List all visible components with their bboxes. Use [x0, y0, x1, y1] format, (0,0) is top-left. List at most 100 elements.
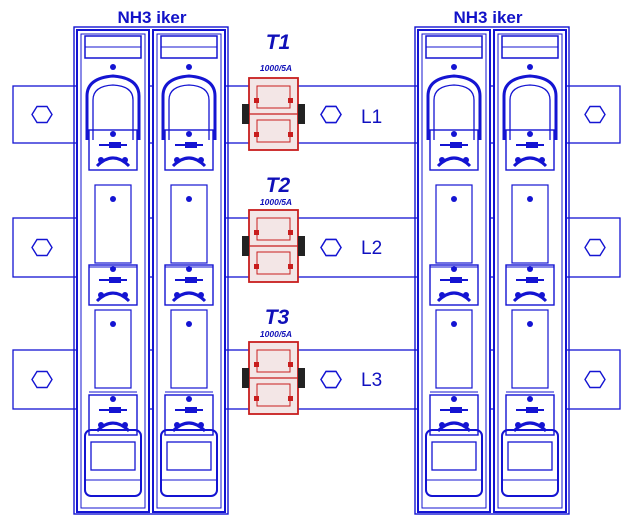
- fuse-body: [94, 184, 132, 264]
- fuse-body: [170, 309, 208, 389]
- fuse-switch-left: [73, 26, 229, 515]
- pole-rivet: [186, 396, 192, 402]
- fuse-contact-block: [429, 129, 479, 171]
- t2-name-label: T2: [266, 174, 291, 197]
- ct-window: [256, 119, 291, 143]
- fuse-contact-block: [164, 264, 214, 306]
- contact-spring: [436, 291, 472, 303]
- pole-rivet: [198, 422, 204, 428]
- pole-rivet: [527, 64, 533, 70]
- bolt-hex-icon: [320, 105, 342, 124]
- ct-terminal: [254, 230, 259, 235]
- ct-terminal: [288, 230, 293, 235]
- pole-handle-inner: [168, 84, 210, 140]
- ct-terminal: [254, 396, 259, 401]
- contact-spring: [171, 291, 207, 303]
- t1-name-label: T1: [266, 31, 291, 54]
- pole-rivet: [110, 131, 116, 137]
- t3-ratio-label: 1000/5A: [260, 329, 292, 339]
- contact-spring: [512, 291, 548, 303]
- phase-label-l3: L3: [361, 370, 382, 391]
- pole-window: [507, 441, 553, 471]
- bolt-hex-icon: [31, 370, 53, 389]
- bolt-hex-icon: [320, 370, 342, 389]
- fuse-body: [94, 309, 132, 389]
- pole-rivet: [186, 321, 192, 327]
- fuse-contact-block: [88, 264, 138, 306]
- pole-rivet: [439, 422, 445, 428]
- pole-rivet: [198, 157, 204, 163]
- pole-rivet: [451, 396, 457, 402]
- ct-terminal: [254, 132, 259, 137]
- ct-window: [256, 383, 291, 407]
- current-transformer-t1: [242, 77, 305, 151]
- fuse-body: [435, 309, 473, 389]
- pole-rivet: [110, 321, 116, 327]
- pole-rivet: [122, 422, 128, 428]
- pole-rivet: [539, 157, 545, 163]
- pole-rivet: [110, 396, 116, 402]
- pole-rivet: [98, 157, 104, 163]
- ct-clamp: [298, 104, 305, 124]
- pole-rivet: [186, 196, 192, 202]
- ct-window: [256, 349, 291, 373]
- pole-bottom-box: [501, 429, 559, 497]
- current-transformer-t2: [242, 209, 305, 283]
- bolt-hex-icon: [584, 238, 606, 257]
- pole-rivet: [539, 292, 545, 298]
- fuse-body: [511, 184, 549, 264]
- pole-rivet: [463, 422, 469, 428]
- pole-rivet: [110, 196, 116, 202]
- phase-label-l2: L2: [361, 238, 382, 259]
- bolt-hex-icon: [31, 105, 53, 124]
- contact-spring: [171, 156, 207, 168]
- fuse-contact-block: [88, 394, 138, 436]
- pole-inner-frame: [80, 33, 146, 509]
- pole-rivet: [451, 64, 457, 70]
- ct-terminal: [254, 98, 259, 103]
- current-transformers: [242, 77, 305, 415]
- pole-rivet: [110, 64, 116, 70]
- pole-window: [431, 441, 477, 471]
- t1-ratio-label: 1000/5A: [260, 63, 292, 73]
- pole-rivet: [122, 292, 128, 298]
- pole-rivet: [186, 64, 192, 70]
- pole-inner-frame: [156, 33, 222, 509]
- fuse-contact-block: [164, 394, 214, 436]
- pole-rivet: [451, 196, 457, 202]
- pole-rivet: [98, 422, 104, 428]
- pole-bottom-box: [425, 429, 483, 497]
- fuse-contact-block: [505, 129, 555, 171]
- pole-handle-inner: [433, 84, 475, 140]
- fuse-contact-block: [429, 264, 479, 306]
- contact-spring: [512, 156, 548, 168]
- pole-inner-frame: [497, 33, 563, 509]
- pole-rivet: [451, 321, 457, 327]
- pole-bottom-box: [160, 429, 218, 497]
- pole-rivet: [174, 157, 180, 163]
- fuse-body: [435, 184, 473, 264]
- current-transformer-t3: [242, 341, 305, 415]
- ct-terminal: [288, 362, 293, 367]
- fuse-contact-block: [164, 129, 214, 171]
- ct-window: [256, 217, 291, 241]
- pole-rivet: [515, 292, 521, 298]
- pole-window: [166, 441, 212, 471]
- ct-clamp: [298, 368, 305, 388]
- fuse-contact-block: [505, 264, 555, 306]
- contact-spring: [171, 421, 207, 433]
- pole-rivet: [174, 422, 180, 428]
- pole-handle: [426, 74, 482, 140]
- pole-handle: [502, 74, 558, 140]
- ct-window: [256, 251, 291, 275]
- bolt-hex-icon: [320, 238, 342, 257]
- t2-ratio-label: 1000/5A: [260, 197, 292, 207]
- ct-terminal: [288, 98, 293, 103]
- pole-handle-inner: [509, 84, 551, 140]
- ct-window: [256, 85, 291, 109]
- pole-rivet: [439, 157, 445, 163]
- pole-rivet: [98, 292, 104, 298]
- ct-clamp: [298, 236, 305, 256]
- pole-rivet: [198, 292, 204, 298]
